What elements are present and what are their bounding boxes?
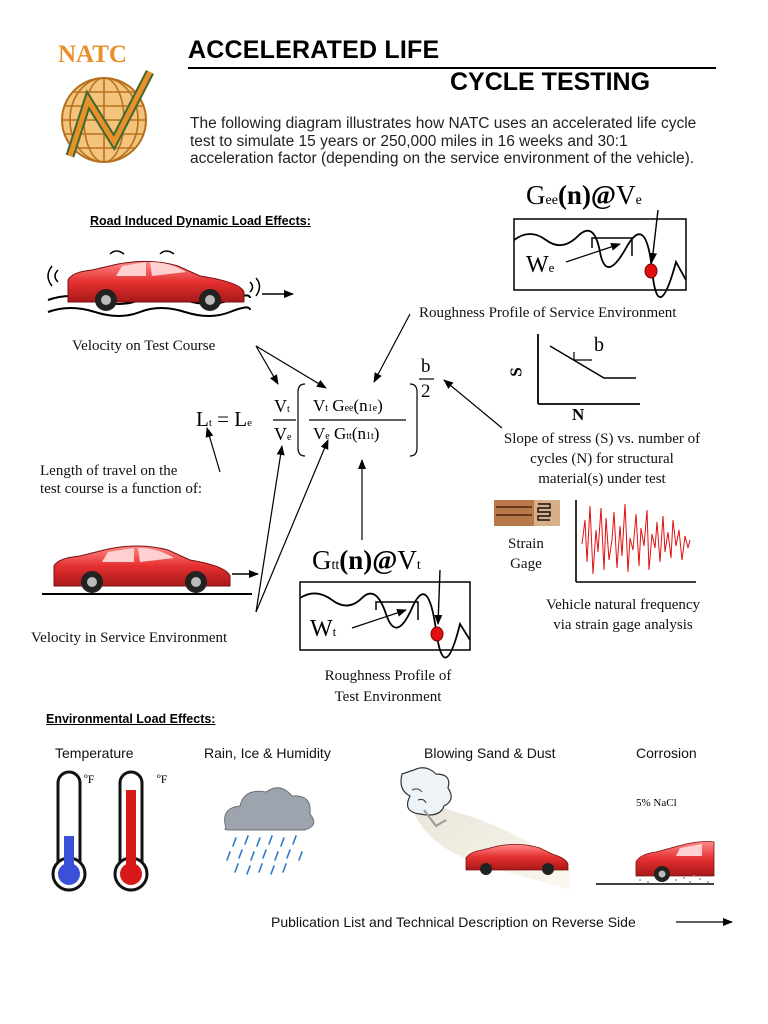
road-section-heading: Road Induced Dynamic Load Effects: — [90, 214, 311, 228]
formula-bracket-numerator: Vt Gee(n1e) — [313, 396, 383, 415]
env-label-temperature: Temperature — [55, 745, 134, 761]
dust-wind-icon — [400, 767, 570, 890]
formula-lhs: Lt = Le — [196, 407, 252, 431]
sn-curve-plot — [537, 334, 640, 405]
strain-gage-icon — [494, 500, 560, 526]
test-roughness-profile — [299, 569, 471, 659]
roughness-service-label: Roughness Profile of Service Environment — [419, 305, 677, 321]
test-profile-label: Gtt(n)@Vt — [312, 545, 421, 575]
natc-logo: NATC — [52, 38, 162, 168]
roughness-test-label: Roughness Profile of Test Environment — [324, 668, 452, 705]
sn-x-axis-label: N — [572, 405, 585, 424]
frequency-plot — [575, 500, 696, 583]
footer-note: Publication List and Technical Descripti… — [271, 914, 636, 930]
formula-exponent-denominator: 2 — [421, 381, 431, 402]
corrosion-car-icon — [596, 841, 715, 885]
cold-thermo-unit: ºF — [84, 772, 95, 786]
hot-thermo-unit: ºF — [157, 772, 168, 786]
formula-exponent-numerator: b — [421, 356, 431, 377]
sn-slope-label: b — [594, 334, 604, 356]
title-line-2: CYCLE TESTING — [450, 68, 651, 96]
velocity-service-label: Velocity in Service Environment — [31, 630, 228, 646]
env-label-sand: Blowing Sand & Dust — [424, 745, 556, 761]
logo-globe-icon: NATC — [58, 41, 155, 163]
test-wavelength-label: Wt — [310, 616, 337, 642]
service-car-icon — [42, 545, 259, 595]
salt-label: 5% NaCl — [636, 797, 677, 809]
title-line-1: ACCELERATED LIFE — [188, 36, 440, 64]
slope-stress-label: Slope of stress (S) vs. number of cycles… — [503, 431, 701, 487]
hot-thermometer-icon — [113, 770, 149, 892]
natural-frequency-label: Vehicle natural frequency via strain gag… — [545, 597, 701, 633]
title-rule — [188, 67, 716, 69]
logo-text: NATC — [58, 41, 127, 68]
env-section-heading: Environmental Load Effects: — [46, 712, 216, 726]
service-profile-label: Gee(n)@Ve — [526, 180, 642, 210]
env-label-corrosion: Corrosion — [636, 745, 697, 761]
velocity-test-label: Velocity on Test Course — [72, 338, 216, 354]
formula-velocity-denominator: Ve — [274, 424, 292, 444]
test-course-car-icon — [47, 250, 294, 317]
formula-bracket-denominator: Ve Gtt(n1t) — [313, 424, 380, 443]
cold-thermometer-icon — [51, 770, 87, 892]
service-roughness-profile — [513, 209, 687, 298]
intro-paragraph: The following diagram illustrates how NA… — [190, 115, 697, 167]
formula-velocity-numerator: Vt — [274, 396, 290, 416]
strain-gage-label: Strain Gage — [508, 536, 544, 572]
length-travel-label: Length of travel on the test course is a… — [40, 463, 203, 497]
dust-car-icon — [465, 844, 569, 875]
env-label-rain: Rain, Ice & Humidity — [204, 745, 331, 761]
rain-cloud-icon — [224, 787, 315, 875]
service-wavelength-label: We — [526, 252, 555, 278]
